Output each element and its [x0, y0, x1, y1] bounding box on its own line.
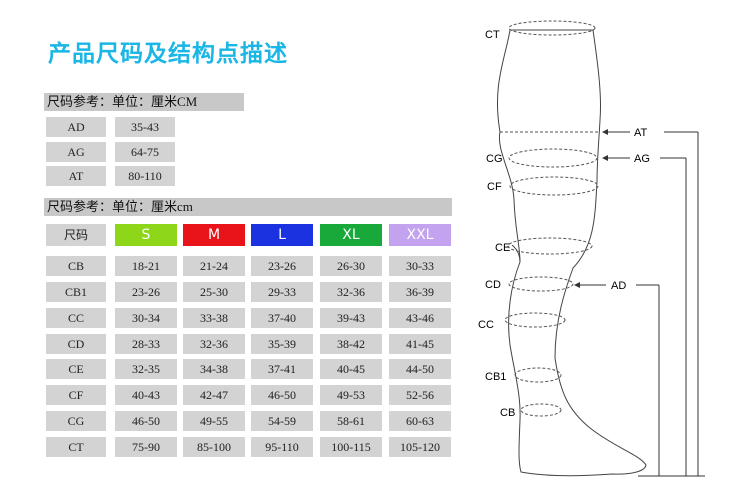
- ref2-cell: 32-35: [115, 359, 177, 379]
- ref2-cell: 23-26: [251, 256, 313, 276]
- ref2-cell: 32-36: [320, 282, 382, 302]
- ref2-cell: 30-33: [389, 256, 451, 276]
- ref2-cell: 36-39: [389, 282, 451, 302]
- ref2-cell: 40-45: [320, 359, 382, 379]
- label-ct: CT: [485, 29, 500, 41]
- cc-ring: [504, 312, 566, 328]
- ref2-cell: 37-40: [251, 308, 313, 328]
- ref2-cell: 35-39: [251, 334, 313, 354]
- knee-line: [511, 244, 521, 263]
- ref2-row-label: CG: [46, 411, 106, 431]
- label-ad: AD: [611, 280, 626, 292]
- label-at: AT: [634, 127, 648, 139]
- page-title: 产品尺码及结构点描述: [48, 41, 288, 67]
- ref2-cell: 39-43: [320, 308, 382, 328]
- ref1-row-value: 80-110: [115, 166, 175, 186]
- ref2-cell: 26-30: [320, 256, 382, 276]
- ref1-row-value: 64-75: [115, 142, 175, 162]
- ref1-row-label: AD: [46, 117, 106, 137]
- cb-ring: [520, 403, 562, 417]
- ref2-cell: 30-34: [115, 308, 177, 328]
- ref2-cell: 43-46: [389, 308, 451, 328]
- label-cg: CG: [486, 153, 503, 165]
- size-column-header: 尺码: [46, 224, 106, 246]
- ref2-cell: 105-120: [389, 437, 451, 457]
- ref2-cell: 58-61: [320, 411, 382, 431]
- ref2-cell: 25-30: [183, 282, 245, 302]
- size-chip-s: S: [115, 224, 177, 246]
- ref2-cell: 29-33: [251, 282, 313, 302]
- ref2-row-label: CF: [46, 385, 106, 405]
- ref2-cell: 32-36: [183, 334, 245, 354]
- label-cb1: CB1: [485, 371, 506, 383]
- cd-ring: [508, 276, 574, 292]
- ref2-cell: 33-38: [183, 308, 245, 328]
- leg-outline: [497, 29, 647, 477]
- ref2-row-label: CE: [46, 359, 106, 379]
- ce-ring: [507, 237, 593, 255]
- cf-ring: [509, 176, 599, 196]
- label-cb: CB: [500, 407, 515, 419]
- ref2-cell: 41-45: [389, 334, 451, 354]
- ref2-cell: 34-38: [183, 359, 245, 379]
- cg-ring: [508, 148, 598, 168]
- ref2-row-label: CD: [46, 334, 106, 354]
- cb1-ring: [514, 367, 562, 383]
- ref2-cell: 23-26: [115, 282, 177, 302]
- ref2-cell: 42-47: [183, 385, 245, 405]
- ref2-cell: 85-100: [183, 437, 245, 457]
- ref2-row-label: CB1: [46, 282, 106, 302]
- ref2-cell: 52-56: [389, 385, 451, 405]
- ref2-row-label: CC: [46, 308, 106, 328]
- ref2-cell: 54-59: [251, 411, 313, 431]
- ref2-cell: 49-53: [320, 385, 382, 405]
- size-chip-xl: XL: [320, 224, 382, 246]
- ref2-cell: 18-21: [115, 256, 177, 276]
- ref1-row-value: 35-43: [115, 117, 175, 137]
- label-ag: AG: [634, 153, 650, 165]
- ref2-cell: 75-90: [115, 437, 177, 457]
- size-chip-m: M: [183, 224, 245, 246]
- label-cd: CD: [485, 279, 501, 291]
- size-chip-l: L: [251, 224, 313, 246]
- ref2-cell: 37-41: [251, 359, 313, 379]
- label-cc: CC: [478, 319, 494, 331]
- ref2-cell: 44-50: [389, 359, 451, 379]
- ref2-row-label: CT: [46, 437, 106, 457]
- ref2-cell: 40-43: [115, 385, 177, 405]
- ref2-cell: 38-42: [320, 334, 382, 354]
- ref1-row-label: AT: [46, 166, 106, 186]
- ref2-row-label: CB: [46, 256, 106, 276]
- ref2-cell: 46-50: [115, 411, 177, 431]
- ref2-cell: 49-55: [183, 411, 245, 431]
- ref2-cell: 28-33: [115, 334, 177, 354]
- ref-table-1-header: 尺码参考：单位：厘米CM: [44, 93, 244, 111]
- ref1-row-label: AG: [46, 142, 106, 162]
- ref-table-2-header: 尺码参考：单位：厘米cm: [44, 198, 452, 216]
- label-ce: CE: [495, 242, 510, 254]
- label-cf: CF: [487, 181, 502, 193]
- ref2-cell: 46-50: [251, 385, 313, 405]
- ref2-cell: 100-115: [320, 437, 382, 457]
- ref2-cell: 60-63: [389, 411, 451, 431]
- ref2-cell: 95-110: [251, 437, 313, 457]
- size-chip-xxl: XXL: [389, 224, 451, 246]
- ct-ring: [508, 20, 596, 36]
- ref2-cell: 21-24: [183, 256, 245, 276]
